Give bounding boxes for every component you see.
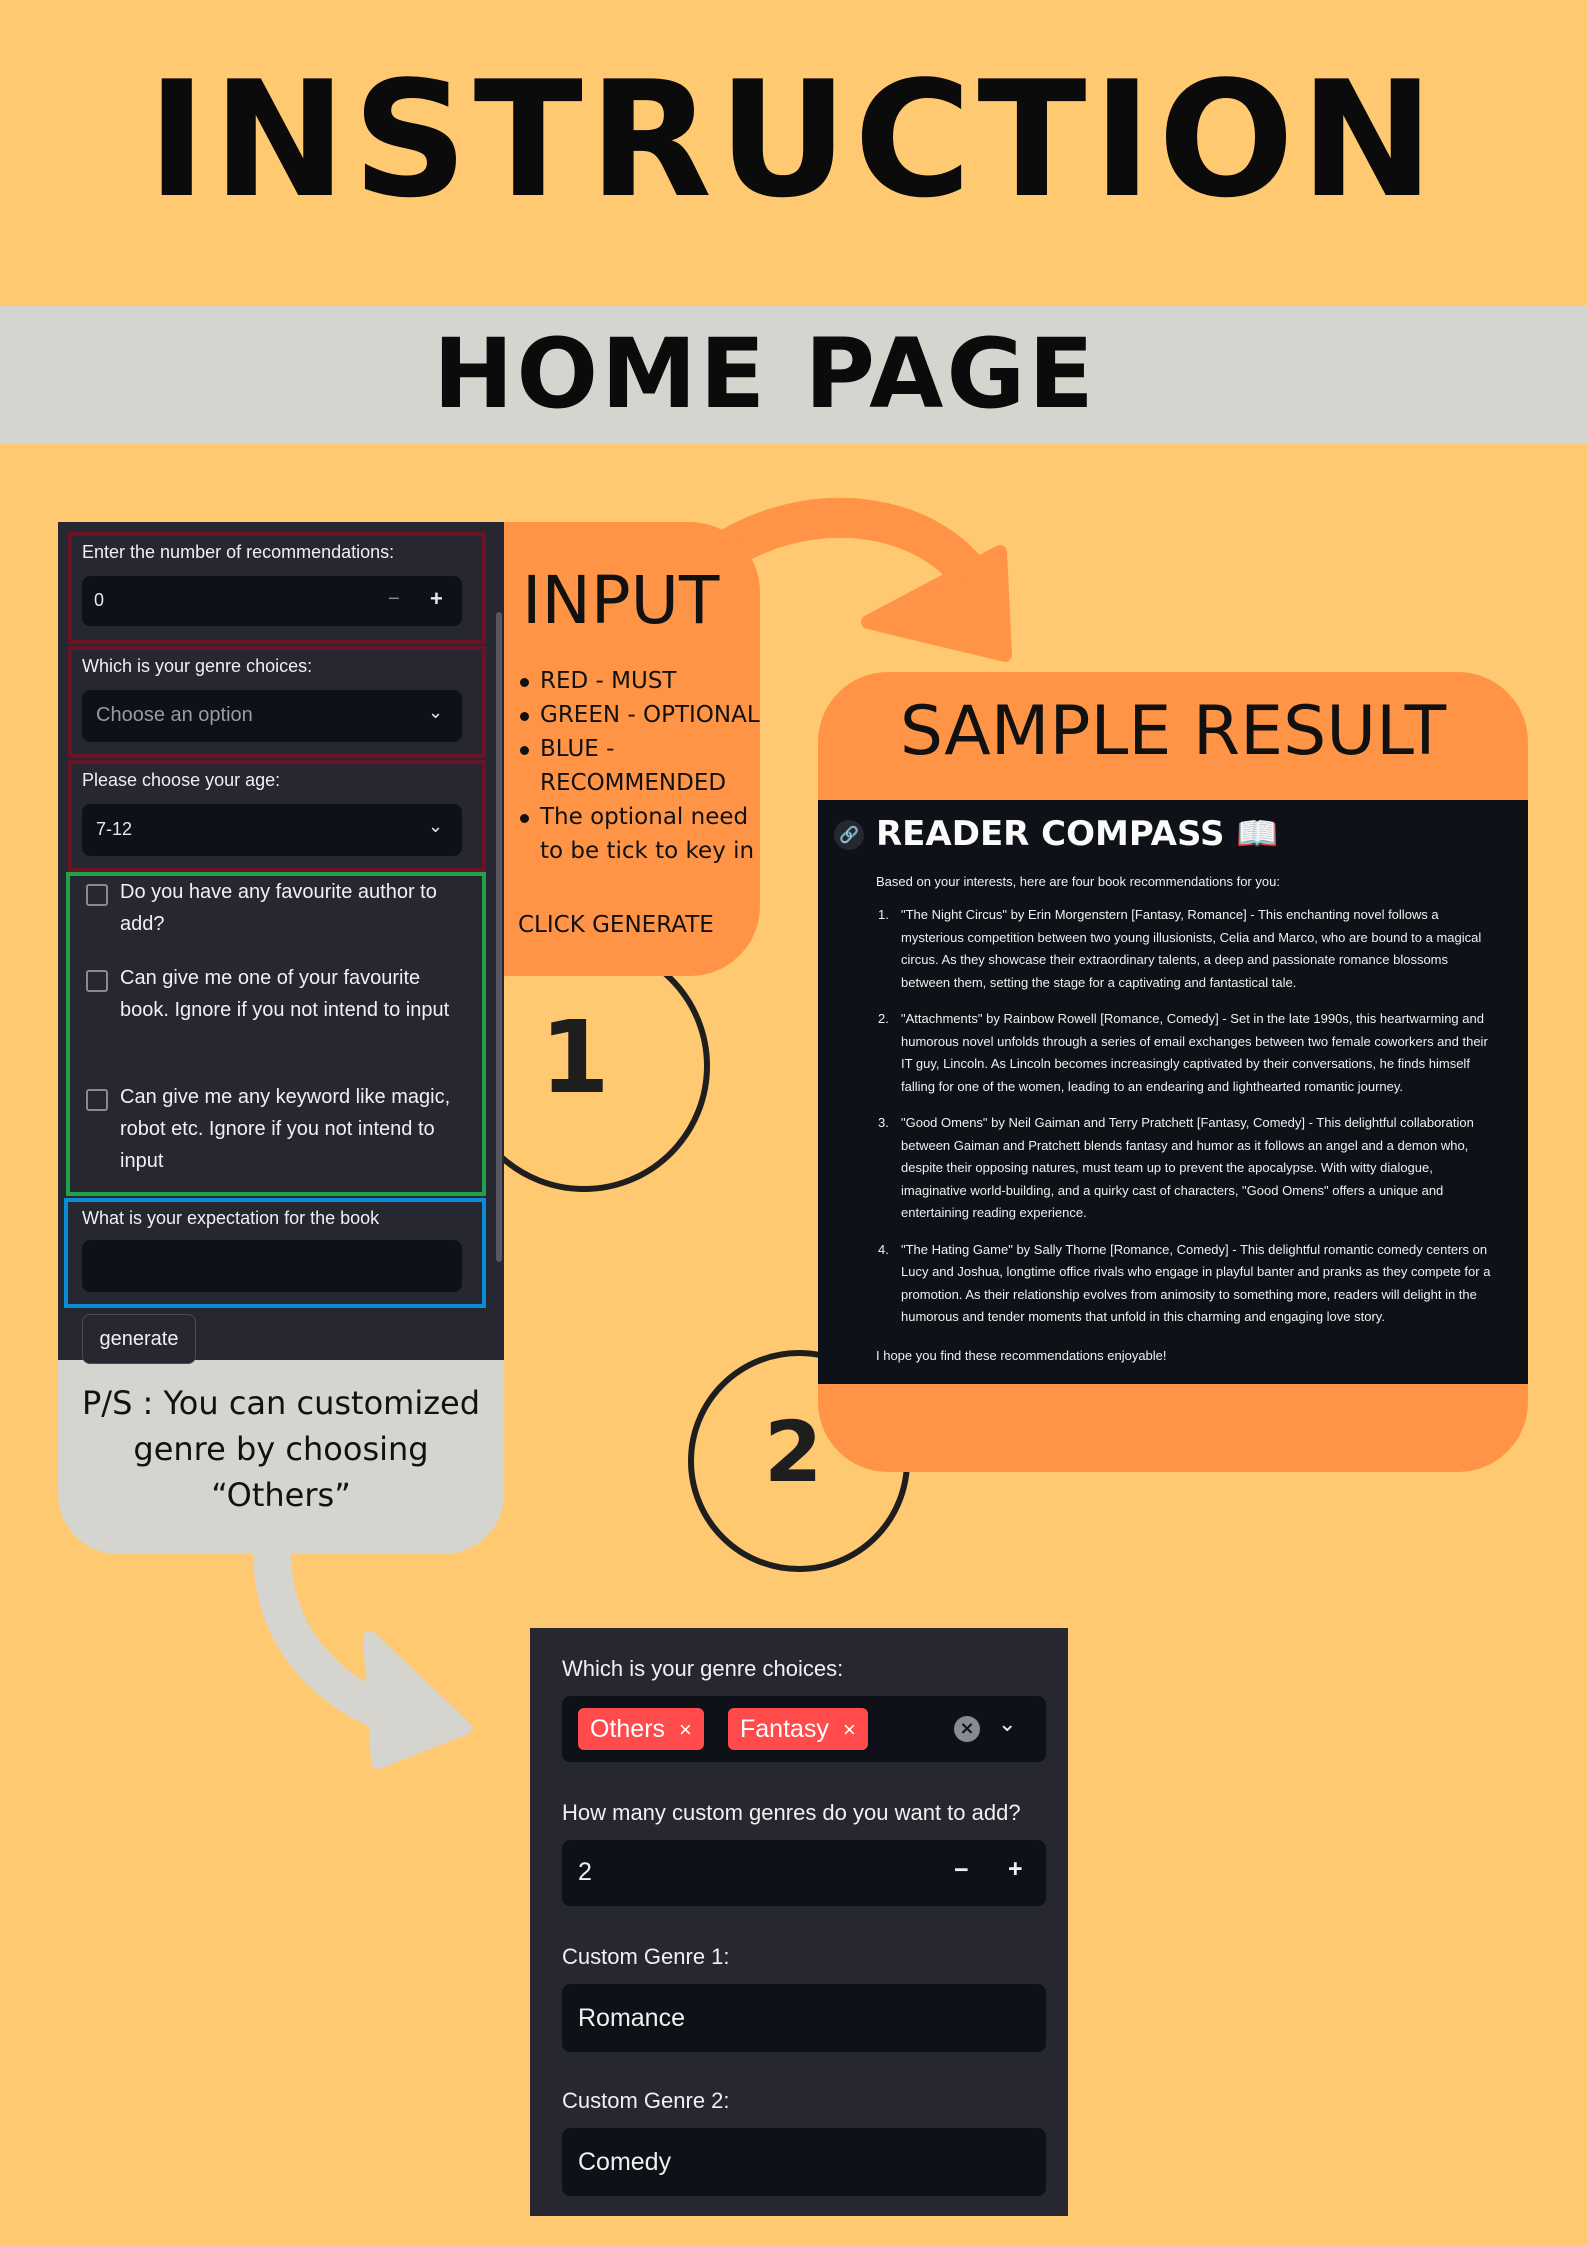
close-icon[interactable]: × xyxy=(679,1717,692,1742)
arrow-to-genre-panel-icon xyxy=(252,1521,472,1769)
age-select[interactable]: 7-12 ⌄ xyxy=(82,804,462,856)
result-intro: Based on your interests, here are four b… xyxy=(876,874,1280,889)
increment-button[interactable]: + xyxy=(1008,1855,1023,1883)
keyword-checkbox[interactable] xyxy=(86,1089,108,1111)
list-item-number: 4. xyxy=(878,1241,889,1257)
sample-result-title: SAMPLE RESULT xyxy=(899,692,1447,771)
custom-genre-2-input[interactable]: Comedy xyxy=(562,2128,1046,2196)
decrement-button[interactable]: − xyxy=(954,1856,969,1884)
close-icon[interactable]: × xyxy=(842,1717,856,1742)
legend-item-optional-note: The optional need to be tick to key in xyxy=(518,800,762,868)
decrement-button[interactable]: − xyxy=(388,588,400,610)
must-box-genre xyxy=(68,646,486,758)
result-screenshot xyxy=(818,800,1528,1384)
chevron-down-icon[interactable]: ⌄ xyxy=(998,1712,1017,1737)
input-legend-list: RED - MUST GREEN - OPTIONAL BLUE - RECOM… xyxy=(518,664,762,868)
custom-count-input[interactable]: 2 − + xyxy=(562,1840,1046,1906)
book-checkbox[interactable] xyxy=(86,970,108,992)
tag-label: Others xyxy=(590,1715,666,1743)
ps-note-text: P/S : You can customized genre by choosi… xyxy=(81,1384,481,1514)
custom-count-value: 2 xyxy=(578,1858,592,1886)
custom-genre-1-label: Custom Genre 1: xyxy=(562,1944,730,1969)
list-item: 1. "The Night Circus" by Erin Morgenstern… xyxy=(876,904,1496,994)
ps-note-bubble xyxy=(58,1358,504,1554)
click-generate-note: CLICK GENERATE xyxy=(518,912,714,938)
genre-select[interactable]: Choose an option ⌄ xyxy=(82,690,462,742)
book-checkbox-label: Can give me one of your favourite book. … xyxy=(120,967,450,1021)
subtitle-band xyxy=(0,306,1587,444)
chevron-down-icon[interactable]: ⌄ xyxy=(428,816,444,836)
step-two-number: 2 xyxy=(764,1403,823,1501)
custom-genre-1-value: Romance xyxy=(578,2004,685,2032)
result-outro: I hope you find these recommendations en… xyxy=(876,1348,1167,1363)
genre-tag-others[interactable]: Others × xyxy=(578,1708,704,1750)
scrollbar[interactable] xyxy=(496,612,502,1262)
genre-label: Which is your genre choices: xyxy=(82,656,313,676)
list-item-number: 3. xyxy=(878,1115,889,1130)
keyword-checkbox-label: Can give me any keyword like magic, robo… xyxy=(120,1086,451,1172)
author-checkbox-label: Do you have any favourite author to add? xyxy=(120,881,437,935)
app-title: READER COMPASS 📖 xyxy=(876,814,1279,854)
list-item-text: "The Night Circus" by Erin Morgenstern [… xyxy=(901,907,1482,990)
chevron-down-icon[interactable]: ⌄ xyxy=(428,702,444,722)
custom-genre-2-label: Custom Genre 2: xyxy=(562,2088,730,2113)
must-box-age xyxy=(68,760,486,872)
expectation-label: What is your expectation for the book xyxy=(82,1208,380,1228)
recommended-box xyxy=(64,1198,486,1308)
genre-choices-label: Which is your genre choices: xyxy=(562,1656,844,1681)
list-item: 4. "The Hating Game" by Sally Thorne [Rom… xyxy=(876,1239,1496,1329)
custom-genre-1-input[interactable]: Romance xyxy=(562,1984,1046,2052)
link-icon[interactable]: 🔗 xyxy=(834,820,864,850)
list-item-text: "Attachments" by Rainbow Rowell [Romance… xyxy=(901,1011,1488,1094)
recommendation-form-panel xyxy=(58,522,504,1360)
must-box-number xyxy=(68,532,486,644)
recommendation-list: 1. "The Night Circus" by Erin Morgenstern… xyxy=(876,904,1496,1343)
list-item-number: 2. xyxy=(878,1011,889,1026)
expectation-input[interactable] xyxy=(82,1240,462,1292)
list-item: 2. "Attachments" by Rainbow Rowell [Roman… xyxy=(876,1008,1496,1098)
list-item-text: "The Hating Game" by Sally Thorne [Roman… xyxy=(901,1241,1491,1325)
generate-button[interactable]: generate xyxy=(82,1314,196,1364)
genre-placeholder: Choose an option xyxy=(96,704,253,726)
age-value: 7-12 xyxy=(96,819,133,839)
list-item-text: "Good Omens" by Neil Gaiman and Terry Pr… xyxy=(901,1115,1474,1220)
arrow-to-result-icon xyxy=(710,497,1012,662)
input-title: INPUT xyxy=(522,562,720,639)
tag-label: Fantasy xyxy=(740,1715,829,1743)
list-item: 3. "Good Omens" by Neil Gaiman and Terry … xyxy=(876,1112,1496,1225)
input-info-bubble xyxy=(504,522,760,976)
author-checkbox[interactable] xyxy=(86,884,108,906)
number-input[interactable]: 0 − + xyxy=(82,576,462,626)
step-one-number: 1 xyxy=(540,999,610,1116)
age-label: Please choose your age: xyxy=(82,770,281,790)
custom-genre-2-value: Comedy xyxy=(578,2148,672,2176)
legend-item-blue: BLUE - RECOMMENDED xyxy=(518,732,762,800)
clear-all-icon[interactable]: × xyxy=(954,1716,980,1742)
page-subtitle: HOME PAGE xyxy=(433,318,1097,430)
genre-tag-fantasy[interactable]: Fantasy × xyxy=(728,1708,868,1750)
legend-item-green: GREEN - OPTIONAL xyxy=(518,698,762,732)
list-item-number: 1. xyxy=(878,907,889,922)
custom-count-label: How many custom genres do you want to ad… xyxy=(562,1800,1021,1825)
number-value: 0 xyxy=(94,590,105,610)
increment-button[interactable]: + xyxy=(430,586,443,611)
page-title: INSTRUCTION xyxy=(147,46,1440,233)
optional-box xyxy=(66,872,486,1196)
legend-item-red: RED - MUST xyxy=(518,664,762,698)
number-label: Enter the number of recommendations: xyxy=(82,542,395,562)
